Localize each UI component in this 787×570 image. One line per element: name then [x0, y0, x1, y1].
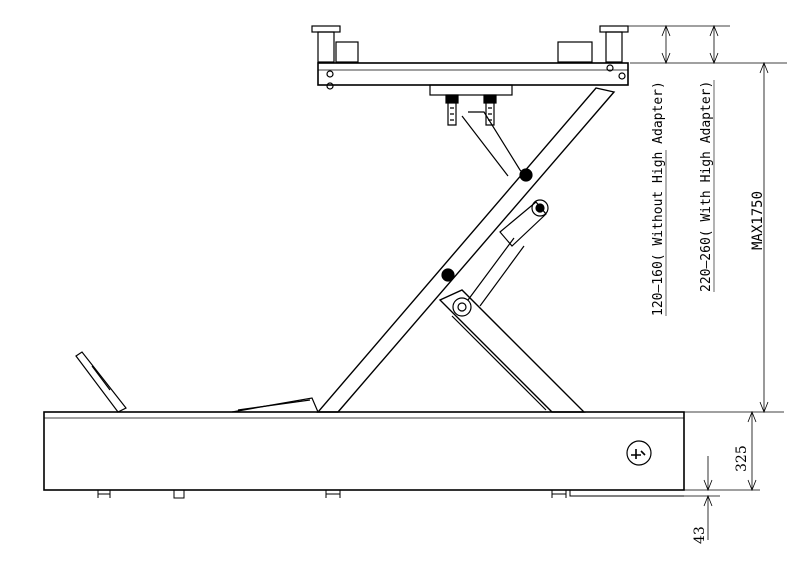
lift-base: [43, 411, 685, 499]
lifting-pad-right: [557, 25, 629, 63]
scissor-arm-front: [316, 87, 616, 413]
dim-label-without-adapter: 120—160( Without High Adapter): [651, 81, 666, 316]
dim-label-base-height: 325: [734, 445, 750, 472]
hydraulic-fitting-icon: [626, 440, 652, 466]
pivot-pins: [441, 168, 549, 317]
lift-platform: [311, 25, 629, 126]
dimension-lines: [580, 24, 787, 540]
platform-bolts: [445, 94, 497, 126]
base-feet: [97, 490, 684, 499]
dim-label-max-height: MAX1750: [750, 191, 766, 250]
dim-label-with-adapter: 220—260( With High Adapter): [699, 81, 714, 292]
dim-label-foot-height: 43: [692, 526, 708, 544]
hydraulic-cylinder: [467, 201, 547, 307]
ramp-handle: [75, 351, 319, 413]
lifting-pad-left: [311, 25, 359, 63]
